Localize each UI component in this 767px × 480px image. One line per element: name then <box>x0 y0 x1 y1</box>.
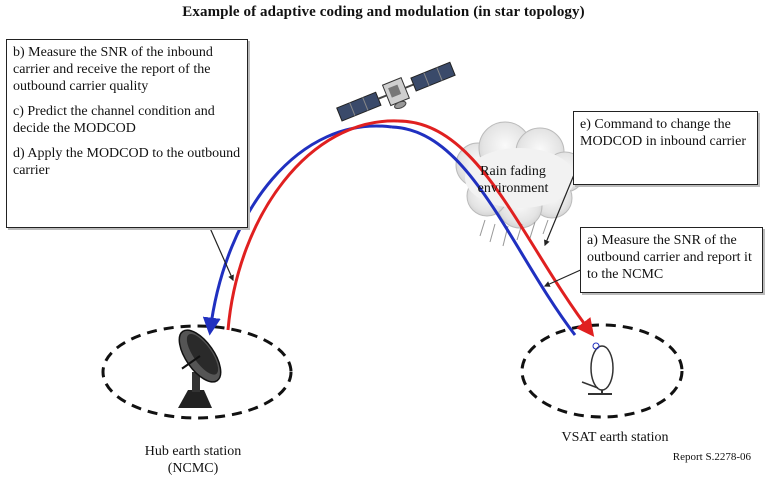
step-c-text: c) Predict the channel condition and dec… <box>13 104 215 136</box>
rain-cloud-icon <box>455 121 586 247</box>
outbound-link-hub-side <box>226 119 399 331</box>
hub-station-zone <box>101 324 293 420</box>
callout-step-a: a) Measure the SNR of the outbound carri… <box>580 227 763 293</box>
inbound-link-vsat-side <box>391 125 577 336</box>
pointer-step-e <box>544 164 579 247</box>
step-d-text: d) Apply the MODCOD to the outbound carr… <box>13 146 241 178</box>
vsat-antenna-icon <box>581 342 614 395</box>
cloud-label: Rain fading environment <box>477 164 549 196</box>
pointer-step-a <box>543 267 586 287</box>
vsat-station-zone <box>520 323 684 419</box>
hub-antenna-icon <box>178 329 222 408</box>
satellite-icon <box>336 61 456 122</box>
outbound-link-vsat-side <box>397 119 595 337</box>
callout-hub-steps: b) Measure the SNR of the inbound carrie… <box>6 39 248 228</box>
step-a-text: a) Measure the SNR of the outbound carri… <box>587 233 752 282</box>
step-b-text: b) Measure the SNR of the inbound carrie… <box>13 45 213 94</box>
hub-station-label: Hub earth station (NCMC) <box>144 444 242 476</box>
report-id: Report S.2278-06 <box>672 451 751 463</box>
diagram-title: Example of adaptive coding and modulatio… <box>182 4 585 20</box>
callout-step-e: e) Command to change the MODCOD in inbou… <box>573 111 758 185</box>
pointer-left-box <box>209 227 234 282</box>
vsat-station-label: VSAT earth station <box>561 430 669 445</box>
step-e-text: e) Command to change the MODCOD in inbou… <box>580 117 747 149</box>
